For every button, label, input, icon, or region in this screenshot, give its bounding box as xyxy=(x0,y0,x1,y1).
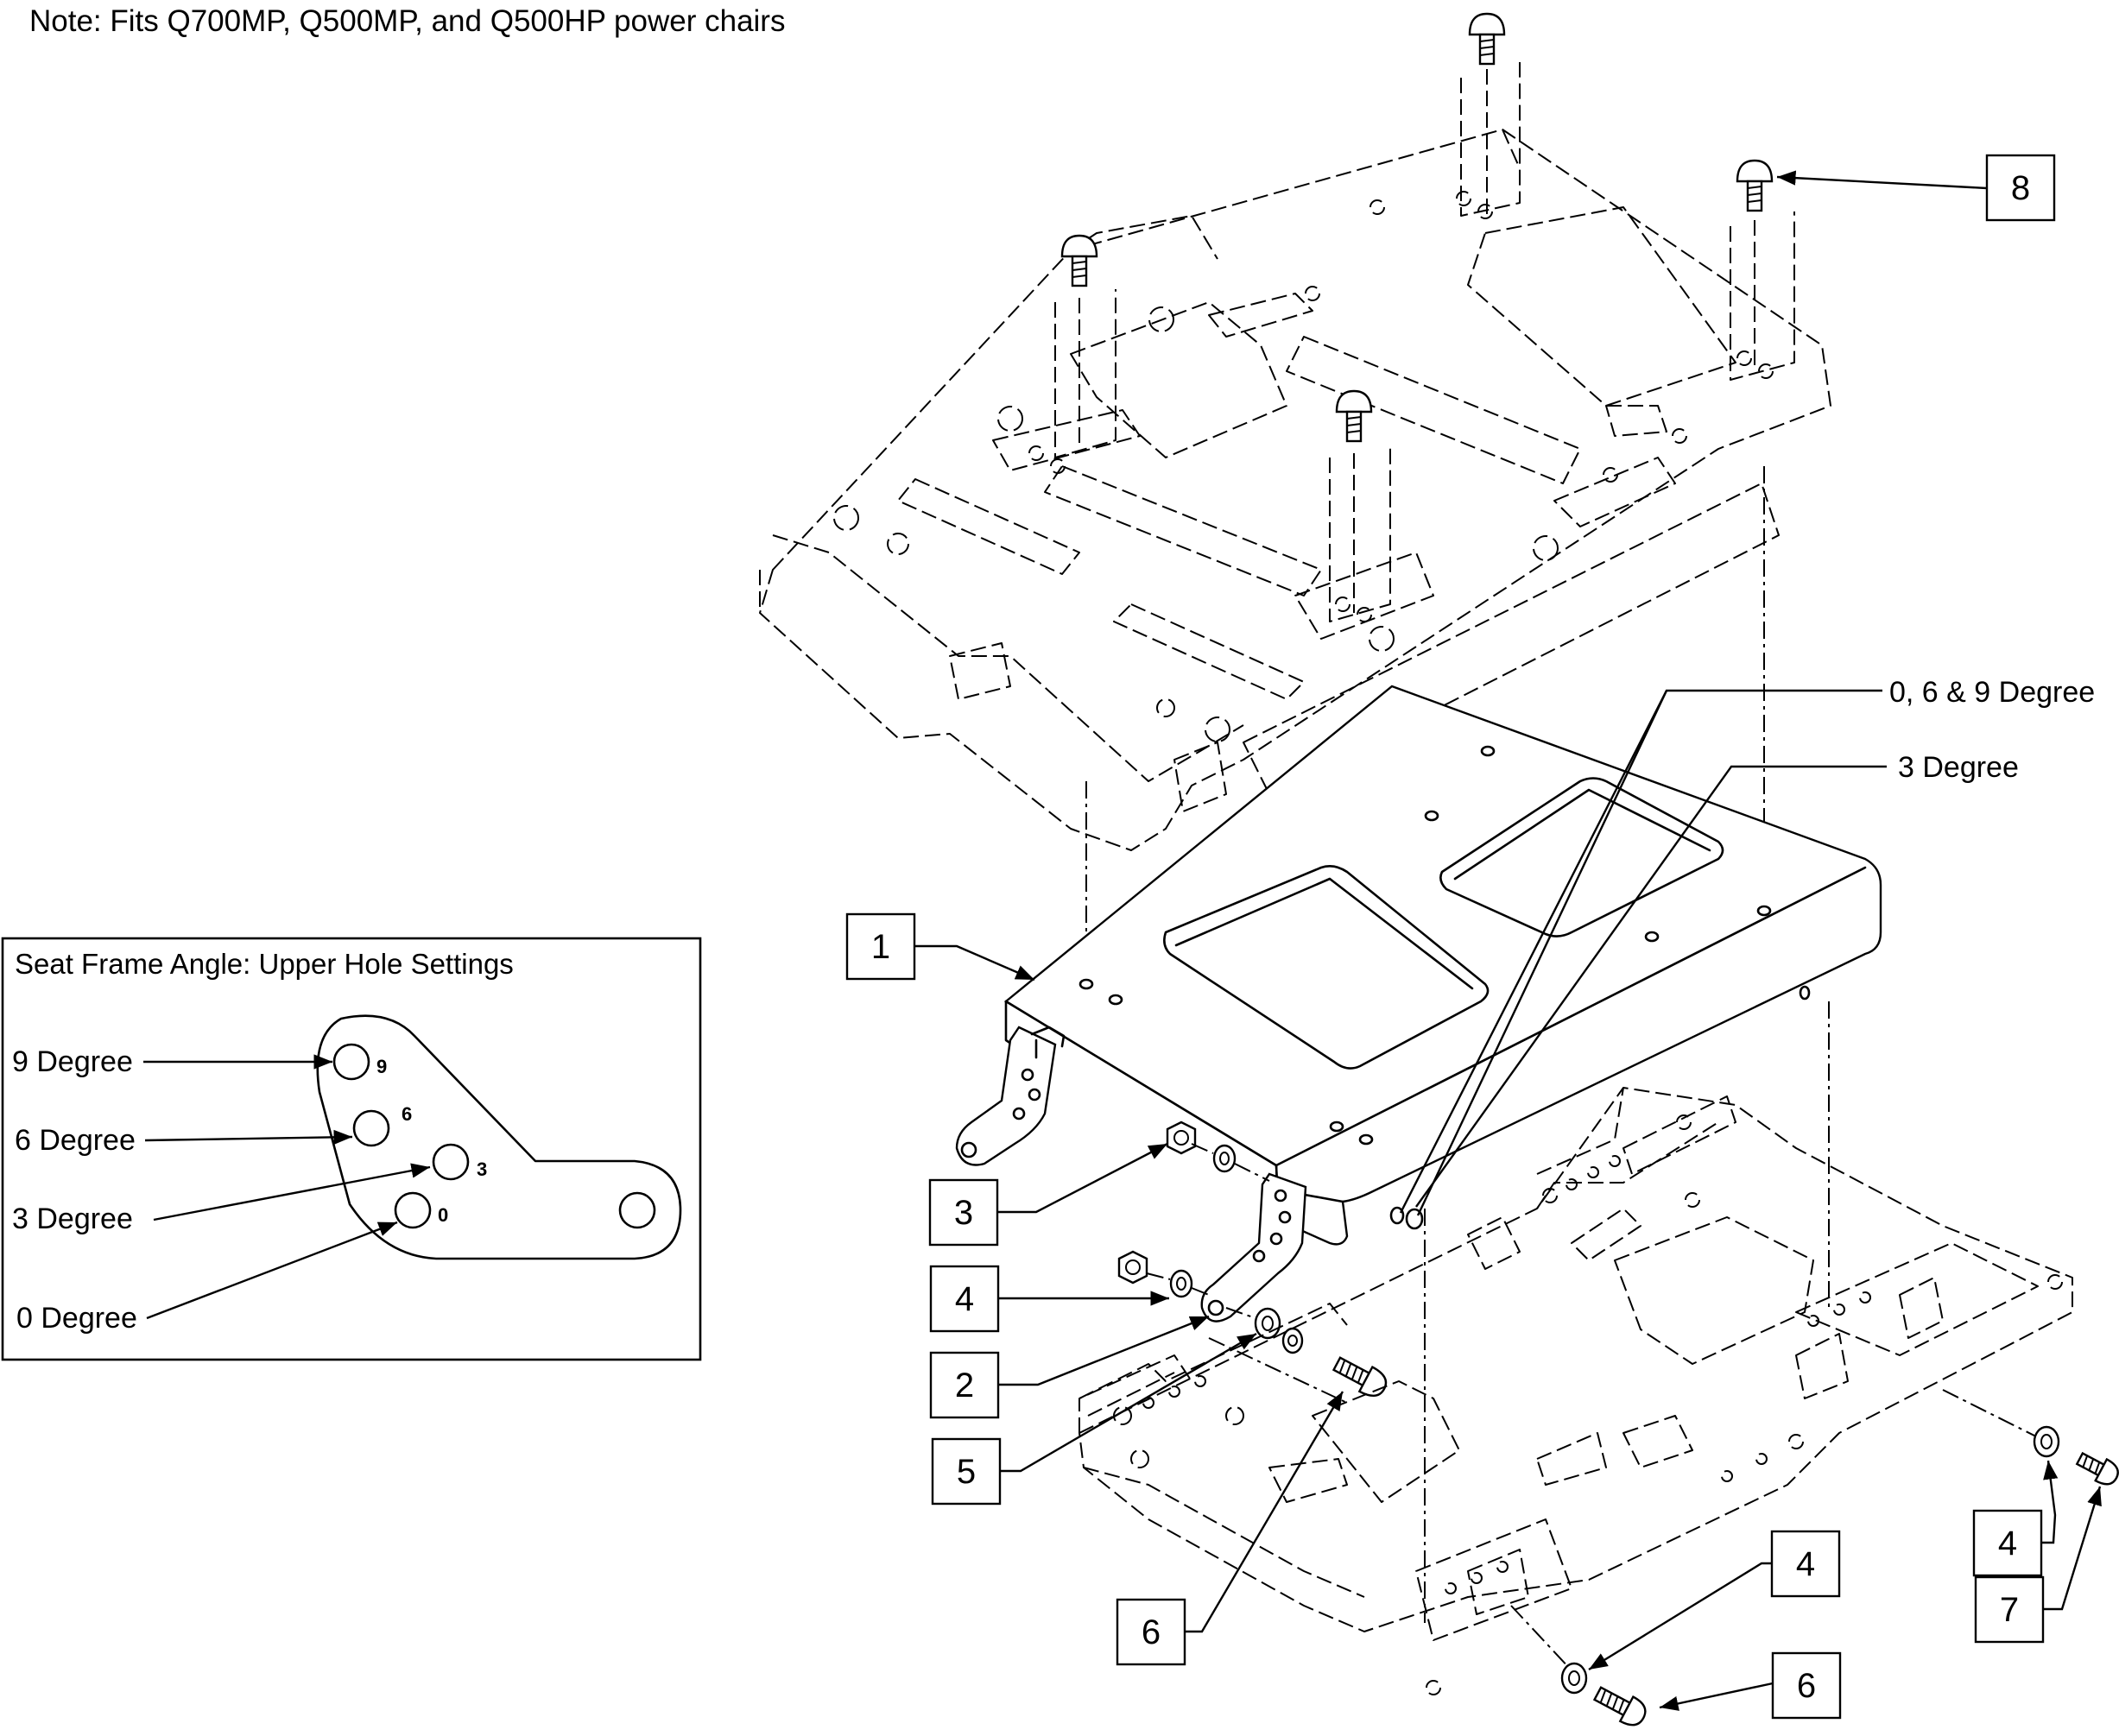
angle-label-0-6-9-text: 0, 6 & 9 Degree xyxy=(1889,676,2095,709)
angle-bracket-profile xyxy=(316,1014,682,1260)
angle-label-3: 3 Degree xyxy=(1415,751,2019,1208)
callout-4-right-label: 4 xyxy=(1998,1525,2017,1562)
inset-label-6: 6 Degree xyxy=(15,1124,136,1157)
hole-number-9: 9 xyxy=(376,1056,387,1077)
callout-7: 7 xyxy=(1974,1486,2102,1644)
hole-0 xyxy=(394,1191,432,1229)
angle-label-3-text: 3 Degree xyxy=(1898,751,2019,784)
callout-4-right: 4 xyxy=(1972,1460,2059,1577)
callout-6-bottom-label: 6 xyxy=(1797,1667,1816,1705)
angle-brackets-item-2 xyxy=(955,1026,1307,1323)
inset-label-0: 0 Degree xyxy=(16,1302,137,1335)
callout-4-left: 4 xyxy=(929,1265,1169,1333)
callout-3: 3 xyxy=(928,1142,1168,1247)
hole-pivot xyxy=(618,1191,656,1229)
callout-8: 8 xyxy=(1776,154,2056,222)
callout-8-label: 8 xyxy=(2011,169,2030,207)
inset-title: Seat Frame Angle: Upper Hole Settings xyxy=(15,948,514,980)
hole-number-0: 0 xyxy=(438,1204,448,1226)
upper-seat-frame xyxy=(759,129,1831,851)
callout-6-left-label: 6 xyxy=(1142,1613,1161,1651)
callout-3-label: 3 xyxy=(954,1194,973,1232)
hole-number-6: 6 xyxy=(402,1103,412,1125)
callout-6-left: 6 xyxy=(1116,1391,1344,1666)
callout-1: 1 xyxy=(845,912,1035,982)
callout-2-label: 2 xyxy=(955,1367,974,1405)
seat-angle-inset: Seat Frame Angle: Upper Hole Settings 9 … xyxy=(1,937,702,1361)
callout-5-label: 5 xyxy=(957,1453,976,1491)
note-text: Note: Fits Q700MP, Q500MP, and Q500HP po… xyxy=(29,4,785,38)
screws-item-8 xyxy=(1054,12,1795,622)
hole-number-3: 3 xyxy=(477,1158,487,1180)
hole-6 xyxy=(352,1109,390,1147)
callout-4-bottom-label: 4 xyxy=(1796,1545,1815,1583)
callout-4-bottom: 4 xyxy=(1588,1530,1841,1671)
inset-label-3: 3 Degree xyxy=(12,1203,133,1235)
hole-9 xyxy=(332,1043,370,1081)
callout-6-bottom: 6 xyxy=(1659,1651,1842,1720)
callout-2: 2 xyxy=(929,1315,1210,1419)
callout-7-label: 7 xyxy=(2000,1591,2019,1629)
callout-4-left-label: 4 xyxy=(955,1280,974,1318)
hardware-items-3-7 xyxy=(1117,1121,2119,1727)
callout-1-label: 1 xyxy=(871,928,890,966)
angle-label-0-6-9: 0, 6 & 9 Degree xyxy=(1399,676,2095,1216)
callout-5: 5 xyxy=(931,1332,1257,1506)
inset-label-9: 9 Degree xyxy=(12,1045,133,1078)
lower-base-frame xyxy=(1078,1087,2073,1695)
hole-3 xyxy=(432,1143,470,1181)
